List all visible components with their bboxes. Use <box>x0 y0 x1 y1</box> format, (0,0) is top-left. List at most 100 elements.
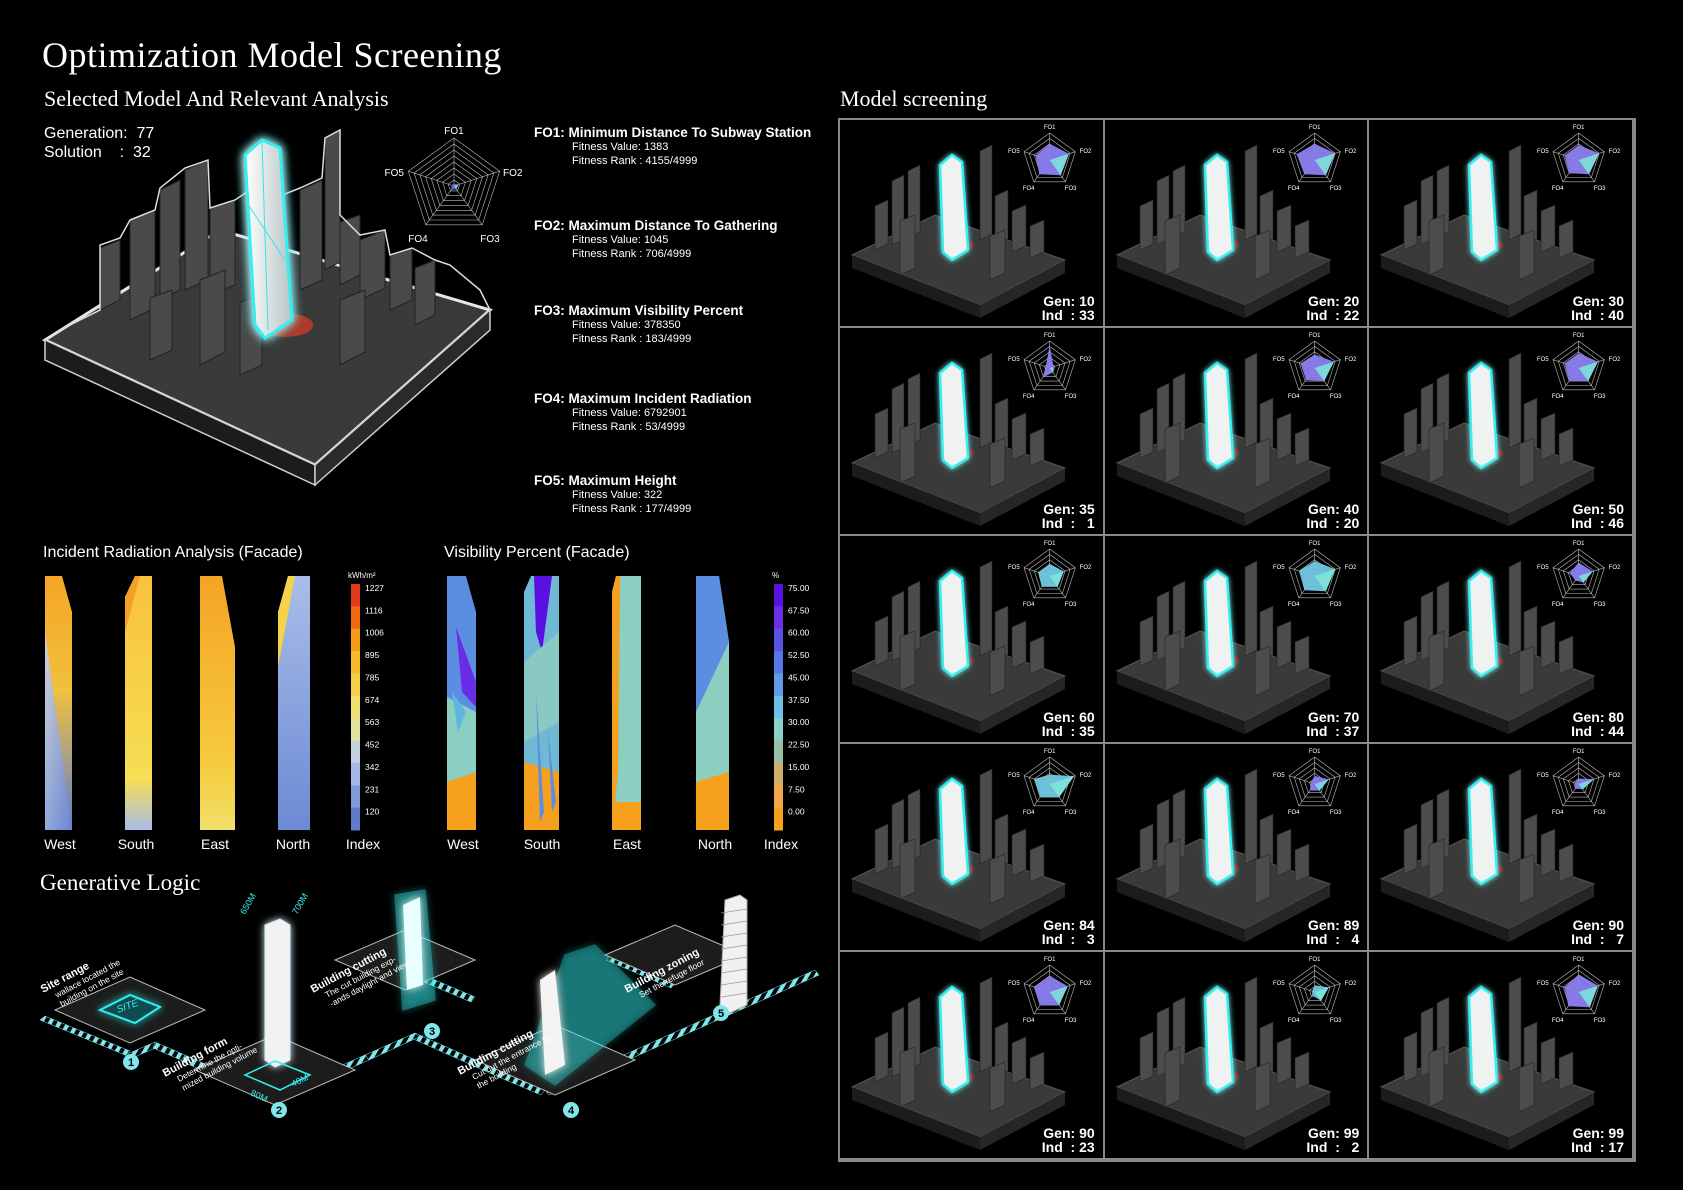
radiation-label-west: West <box>44 836 76 852</box>
radar-label: FO2 <box>1609 357 1621 363</box>
individual-number: Ind : 33 <box>1041 307 1095 323</box>
radar-label: FO5 <box>1273 981 1285 987</box>
step-number-2: 2 <box>276 1105 282 1117</box>
radar-ring <box>1558 346 1600 386</box>
objective-fitness-value: Fitness Value: 1383 <box>572 141 669 153</box>
objective-fitness-rank: Fitness Rank : 706/4999 <box>572 248 692 260</box>
radar-label: FO5 <box>1273 773 1285 779</box>
radar-ring <box>1028 554 1071 594</box>
legend-swatch <box>351 762 360 786</box>
radar-ring <box>425 155 483 211</box>
radar-label-fo5: FO5 <box>385 168 405 179</box>
generation-number: Gen: 30 <box>1572 293 1624 309</box>
radiation-heading: Incident Radiation Analysis (Facade) <box>43 544 303 561</box>
radiation-label-east: East <box>200 836 229 852</box>
page-title: Optimization Model Screening <box>42 35 502 75</box>
legend-swatch <box>774 651 783 674</box>
generation-number: Gen: 99 <box>1572 1125 1624 1141</box>
radar-label-fo3: FO3 <box>480 234 500 244</box>
radar-label: FO4 <box>1552 810 1564 816</box>
radar-label: FO1 <box>1573 749 1585 755</box>
radar-label: FO5 <box>1008 565 1020 571</box>
legend-swatch <box>774 718 783 742</box>
radar-label: FO5 <box>1273 357 1285 363</box>
radar-label: FO2 <box>1344 565 1356 571</box>
radar-label: FO2 <box>1344 981 1356 987</box>
objective-fo3: FO3: Maximum Visibility Percent Fitness … <box>534 303 743 346</box>
radar-label: FO4 <box>1287 1018 1299 1024</box>
radar-label: FO2 <box>1609 773 1621 779</box>
legend-swatch <box>351 695 360 719</box>
individual-number: Ind : 20 <box>1306 515 1360 531</box>
legend-swatch <box>351 807 360 831</box>
radar-ring <box>1293 138 1336 178</box>
radar-label: FO3 <box>1329 186 1341 192</box>
radar-label: FO3 <box>1065 186 1077 192</box>
radar-label: FO3 <box>1065 394 1077 400</box>
radar-facet <box>1314 569 1335 592</box>
radar-ring <box>1023 340 1076 391</box>
visibility-label-east: East <box>612 836 641 852</box>
radar-label: FO1 <box>1044 541 1056 547</box>
radar-facet <box>1578 985 1599 1008</box>
radar-facet <box>1049 776 1075 798</box>
dim-650: 650M <box>238 892 258 916</box>
objective-fitness-rank: Fitness Rank : 177/4999 <box>572 503 692 515</box>
legend-value: 30.00 <box>788 717 810 727</box>
radar-ring <box>1558 970 1600 1010</box>
legend-value: 45.00 <box>788 672 810 682</box>
visibility-heading: Visibility Percent (Facade) <box>444 544 630 561</box>
radar-label: FO4 <box>1023 394 1035 400</box>
legend-value: 785 <box>365 672 379 682</box>
radar-label: FO4 <box>1287 602 1299 608</box>
radar-ring <box>442 173 466 196</box>
generation-number: Gen: 90 <box>1043 1125 1095 1141</box>
legend-swatch <box>774 785 783 809</box>
radar-ring <box>1563 767 1595 798</box>
solution-label: Solution : 32 <box>44 144 151 161</box>
radar-label: FO5 <box>1273 565 1285 571</box>
generative-logic-heading: Generative Logic <box>40 870 201 895</box>
individual-number: Ind : 2 <box>1306 1139 1360 1155</box>
radar-ring <box>1023 756 1076 807</box>
legend-value: 22.50 <box>788 740 810 750</box>
radar-ring <box>447 179 461 192</box>
radar-label: FO3 <box>1329 602 1341 608</box>
radar-facet <box>1314 153 1335 176</box>
radar-label: FO4 <box>1552 186 1564 192</box>
radar-label: FO4 <box>1287 810 1299 816</box>
radar-label: FO4 <box>1023 810 1035 816</box>
radiation-index-label: Index <box>345 836 381 852</box>
legend-value: 52.50 <box>788 650 810 660</box>
legend-swatch <box>351 673 360 697</box>
radar-label: FO1 <box>1044 333 1056 339</box>
radar-facet <box>1049 571 1064 587</box>
legend-swatch <box>774 807 783 831</box>
radar-label: FO2 <box>1609 981 1621 987</box>
generative-logic-diagram: SITE 650M 700M 80M 40M 1 2 3 4 <box>39 889 820 1118</box>
